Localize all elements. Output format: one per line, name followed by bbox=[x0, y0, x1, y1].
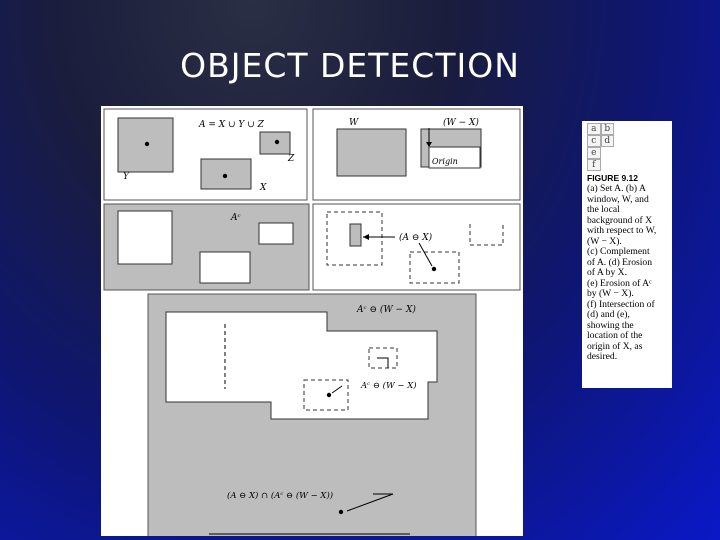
panel-e-formula-inner: Aᶜ ⊖ (W − X) bbox=[360, 380, 417, 391]
panel-b-origin-label: Origin bbox=[432, 157, 458, 166]
panel-key-grid: a b c d e f bbox=[587, 123, 614, 171]
caption-heading: FIGURE 9.12 bbox=[587, 173, 639, 183]
figure-svg: A = X ∪ Y ∪ Z Y Z X W (W − X) Origin Aᶜ bbox=[103, 108, 521, 536]
key-e: e bbox=[587, 147, 601, 159]
panel-b-formula: (W − X) bbox=[443, 117, 479, 128]
panel-e: Aᶜ ⊖ (W − X) Aᶜ ⊖ (W − X) bbox=[147, 293, 477, 536]
key-c: c bbox=[587, 135, 601, 147]
panel-f-formula: (A ⊖ X) ∩ (Aᶜ ⊖ (W − X)) bbox=[227, 490, 333, 501]
panel-b: W (W − X) Origin bbox=[312, 108, 521, 201]
panel-d: (A ⊖ X) bbox=[312, 203, 521, 291]
panel-c-label: Aᶜ bbox=[230, 213, 241, 223]
key-b: b bbox=[600, 123, 614, 135]
figure-panel: A = X ∪ Y ∪ Z Y Z X W (W − X) Origin Aᶜ bbox=[101, 106, 523, 536]
panel-f: (A ⊖ X) ∩ (Aᶜ ⊖ (W − X)) bbox=[209, 490, 410, 535]
panel-a-formula: A = X ∪ Y ∪ Z bbox=[198, 120, 265, 130]
panel-c: Aᶜ bbox=[103, 203, 310, 291]
caption-text: (a) Set A. (b) A window, W, and the loca… bbox=[587, 183, 657, 362]
panel-a-label-x: X bbox=[259, 183, 267, 193]
key-f: f bbox=[587, 159, 601, 171]
key-a: a bbox=[587, 123, 601, 135]
panel-a-label-z: Z bbox=[287, 154, 295, 164]
panel-e-formula-top: Aᶜ ⊖ (W − X) bbox=[356, 304, 416, 315]
panel-b-label-w: W bbox=[349, 118, 359, 128]
key-d: d bbox=[600, 135, 614, 147]
caption-panel: a b c d e f FIGURE 9.12 (a) Set A. (b) A… bbox=[582, 121, 672, 388]
slide-title: OBJECT DETECTION bbox=[180, 46, 520, 85]
panel-a: A = X ∪ Y ∪ Z Y Z X bbox=[103, 108, 308, 201]
panel-d-formula: (A ⊖ X) bbox=[399, 232, 433, 243]
panel-a-label-y: Y bbox=[123, 172, 130, 182]
